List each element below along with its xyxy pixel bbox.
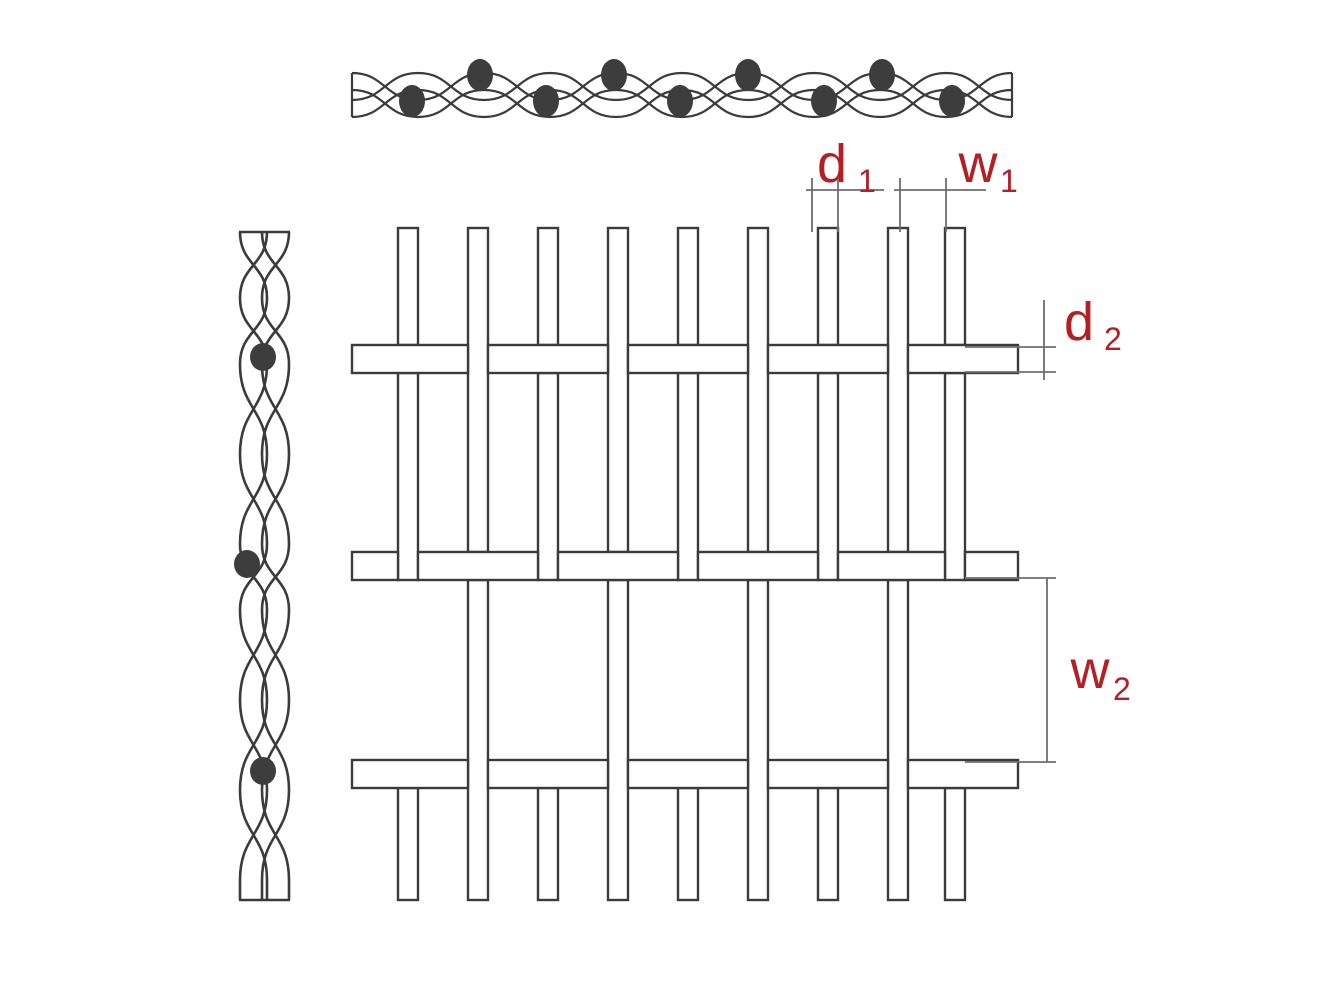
warp-wire-segment	[886, 578, 910, 902]
dimension-d1	[806, 178, 884, 232]
warp-wire-segment	[676, 371, 700, 582]
weft-wires	[350, 343, 1020, 790]
left-section-node	[250, 757, 276, 785]
weft-wire-segment	[350, 343, 470, 375]
top-section-node	[939, 85, 965, 117]
top-section-wire-a-edge	[351, 88, 1013, 119]
top-section-node	[811, 85, 837, 117]
left-section-node	[250, 343, 276, 371]
weft-wire-segment	[906, 758, 1020, 790]
warp-wire-segment	[943, 226, 967, 347]
weft-wire-segment	[416, 550, 540, 582]
top-section-node	[533, 85, 559, 117]
warp-wire-segment	[396, 786, 420, 902]
warp-wire-segment	[943, 786, 967, 902]
weft-wire-segment	[906, 343, 1020, 375]
label-d1-base: d	[817, 134, 847, 194]
top-weave-cross-section	[350, 59, 1014, 119]
top-section-node	[399, 85, 425, 117]
warp-wire-segment	[746, 578, 770, 902]
label-d2: d 2	[1064, 292, 1122, 357]
warp-wire-segment	[943, 371, 967, 582]
weft-wire-segment	[626, 758, 750, 790]
weft-wire-segment	[486, 758, 610, 790]
left-section-wire-b-edge	[238, 231, 269, 900]
weft-wire-segment	[766, 758, 890, 790]
warp-wire-segment	[536, 786, 560, 902]
dimension-w1	[894, 178, 986, 232]
warp-wire-segment	[606, 226, 630, 554]
warp-wire-segment	[396, 371, 420, 582]
label-w1: w 1	[958, 134, 1018, 199]
top-section-node	[735, 59, 761, 91]
warp-wire-segment	[396, 226, 420, 347]
label-w1-base: w	[958, 134, 999, 194]
label-w1-subscript: 1	[1000, 163, 1018, 199]
label-w2: w 2	[1070, 640, 1131, 707]
weft-wire-segment	[556, 550, 680, 582]
label-w2-base: w	[1070, 640, 1111, 700]
top-section-wire-b	[351, 71, 1013, 102]
top-section-node	[467, 59, 493, 91]
label-d2-base: d	[1064, 292, 1094, 352]
top-section-node	[667, 85, 693, 117]
warp-wire-segment	[676, 786, 700, 902]
warp-wire-segment	[466, 226, 490, 554]
left-section-node	[234, 550, 260, 578]
left-section-wire-a-edge	[260, 231, 291, 900]
top-section-node	[601, 59, 627, 91]
warp-wire-segment	[816, 226, 840, 347]
weft-wire-segment	[350, 758, 470, 790]
weft-wire-segment	[486, 343, 610, 375]
mesh-plan-view	[350, 226, 1020, 902]
warp-wire-segment	[536, 226, 560, 347]
warp-wire-segment	[746, 226, 770, 554]
weft-wire-segment	[626, 343, 750, 375]
label-d2-subscript: 2	[1104, 321, 1122, 357]
warp-wire-segment	[886, 226, 910, 554]
label-d1-subscript: 1	[858, 163, 876, 199]
warp-wire-segment	[536, 371, 560, 582]
warp-wire-segment	[606, 578, 630, 902]
warp-wire-segment	[676, 226, 700, 347]
warp-wire-segment	[816, 786, 840, 902]
weft-wire-segment	[350, 550, 400, 582]
label-d1: d 1	[817, 134, 876, 199]
left-weave-cross-section	[234, 230, 291, 902]
weft-wire-segment	[696, 550, 820, 582]
dimension-d2	[965, 300, 1056, 380]
weft-wire-segment	[766, 343, 890, 375]
weft-wire-segment	[963, 550, 1020, 582]
top-section-node	[869, 59, 895, 91]
dimension-w2	[965, 577, 1056, 763]
label-w2-subscript: 2	[1113, 671, 1131, 707]
warp-wire-segment	[466, 578, 490, 902]
weft-wire-segment	[836, 550, 947, 582]
warp-wire-segment	[816, 371, 840, 582]
